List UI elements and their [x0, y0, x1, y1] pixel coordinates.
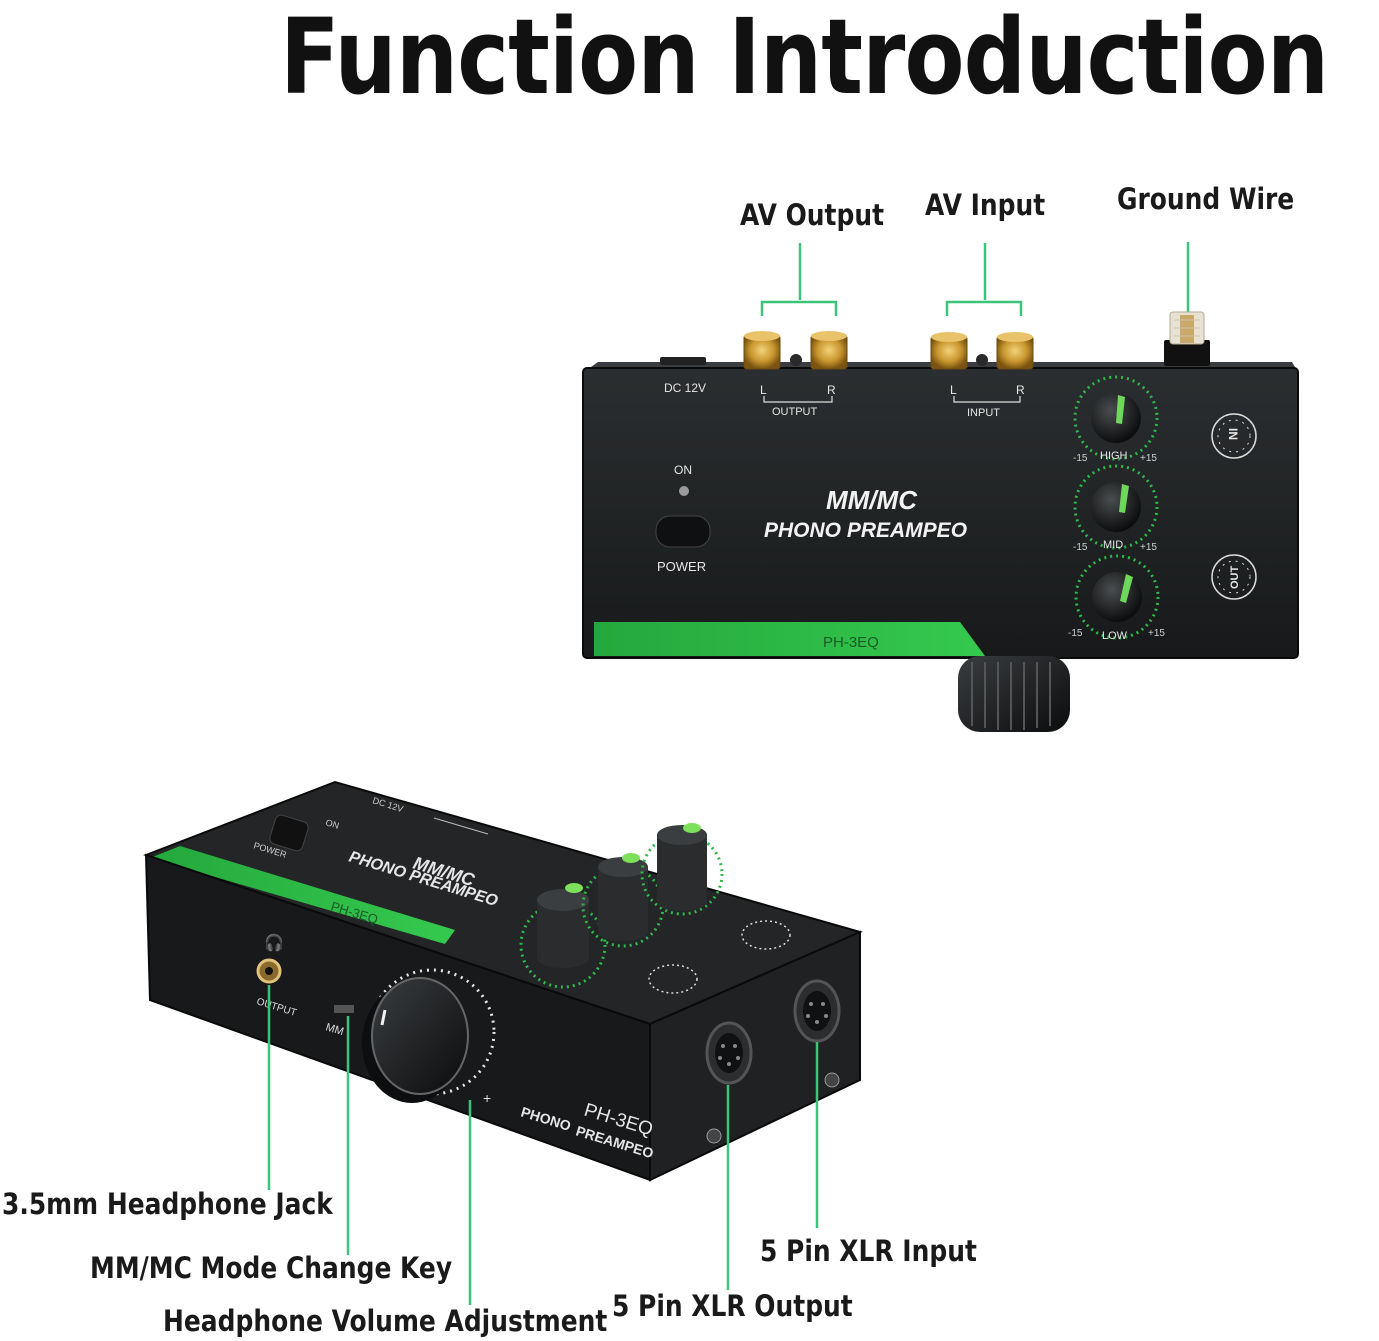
front-top-on: ON — [324, 817, 340, 831]
output-l: L — [760, 383, 767, 397]
mid-plus: +15 — [1140, 542, 1157, 553]
xlr-input-connector[interactable] — [793, 979, 841, 1043]
brand-line1: MM/MC — [826, 485, 918, 515]
callout-av-input: AV Input — [925, 188, 1046, 222]
power-led — [679, 486, 689, 496]
brand-line2: PHONO PREAMPEO — [764, 519, 967, 542]
low-label: LOW — [1102, 630, 1128, 642]
callout-volume: Headphone Volume Adjustment — [163, 1304, 608, 1338]
xlr-in-indicator: IN — [1211, 413, 1257, 459]
output-label: OUTPUT — [772, 406, 818, 418]
front-mm-label: MM — [324, 1021, 345, 1038]
volume-knob[interactable] — [362, 968, 496, 1103]
low-minus: -15 — [1068, 628, 1083, 639]
out-text: OUT — [1229, 566, 1241, 590]
eq-knob-mid[interactable] — [1073, 464, 1159, 550]
xlr-output-connector[interactable] — [705, 1021, 753, 1085]
low-plus: +15 — [1148, 628, 1165, 639]
xlr-out-indicator: OUT — [1211, 554, 1257, 600]
callout-xlr-input: 5 Pin XLR Input — [760, 1234, 977, 1268]
callout-headphone-jack: 3.5mm Headphone Jack — [2, 1187, 333, 1221]
high-minus: -15 — [1073, 453, 1088, 464]
callout-ground-wire: Ground Wire — [1117, 182, 1295, 216]
front-eq-knob-high[interactable] — [640, 823, 724, 916]
mode-switch[interactable] — [334, 1005, 354, 1013]
input-r: R — [1016, 383, 1025, 397]
eq-knob-low[interactable] — [1074, 554, 1160, 640]
front-eq-knob-low[interactable] — [519, 883, 607, 989]
output-r: R — [827, 383, 836, 397]
in-text: IN — [1226, 428, 1240, 440]
input-label: INPUT — [967, 407, 1000, 419]
headphone-icon: 🎧 — [264, 933, 284, 952]
device-top-view: PH-3EQ DC 12V L R OU — [582, 311, 1299, 732]
page-title: Function Introduction — [280, 0, 1329, 118]
volume-knob-top-view[interactable] — [958, 656, 1070, 732]
rca-input-jacks — [930, 332, 1034, 370]
on-label: ON — [674, 463, 692, 477]
high-label: HIGH — [1100, 450, 1128, 462]
high-plus: +15 — [1140, 453, 1157, 464]
mid-label: MID — [1103, 539, 1123, 551]
top-model-label: PH-3EQ — [823, 634, 879, 651]
power-label: POWER — [657, 559, 706, 574]
leader-lines-top — [760, 242, 1190, 318]
leader-lines-front — [267, 985, 819, 1305]
callout-av-output: AV Output — [740, 198, 885, 232]
callout-xlr-output: 5 Pin XLR Output — [612, 1289, 853, 1323]
rca-output-jacks — [743, 331, 848, 370]
front-plus: + — [483, 1090, 491, 1106]
eq-knob-high[interactable] — [1073, 375, 1159, 461]
headphone-jack[interactable] — [256, 958, 282, 984]
mid-minus: -15 — [1073, 542, 1088, 553]
power-button[interactable] — [655, 515, 711, 548]
front-power-button[interactable] — [268, 814, 309, 853]
dc-label: DC 12V — [664, 381, 706, 395]
callout-mode-key: MM/MC Mode Change Key — [90, 1251, 453, 1285]
input-l: L — [950, 383, 957, 397]
device-front-view: PH-3EQ MM/MC PHONO PREAMPEO POWER ON DC … — [143, 780, 863, 1182]
ground-terminal — [1164, 311, 1210, 366]
